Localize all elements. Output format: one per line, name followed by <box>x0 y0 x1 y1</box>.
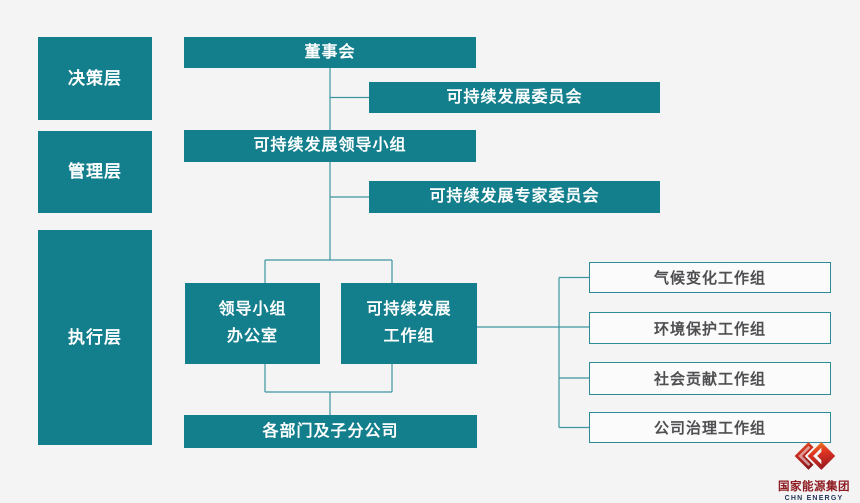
company-logo: 国家能源集团 CHN ENERGY <box>776 440 852 502</box>
node-sd-committee: 可持续发展委员会 <box>369 82 660 113</box>
working-group-environment: 环境保护工作组 <box>589 312 831 344</box>
node-leading-group-office: 领导小组 办公室 <box>185 283 320 364</box>
node-expert-committee: 可持续发展专家委员会 <box>369 181 660 213</box>
layer-label-management: 管理层 <box>38 131 152 213</box>
node-leading-group: 可持续发展领导小组 <box>184 130 476 162</box>
company-name-en: CHN ENERGY <box>784 495 844 502</box>
layer-label-decision: 决策层 <box>38 37 152 120</box>
layer-label-execution: 执行层 <box>38 230 152 445</box>
node-sd-working-group: 可持续发展 工作组 <box>341 283 477 364</box>
chn-energy-logo-icon <box>794 442 836 470</box>
company-name-cn: 国家能源集团 <box>778 481 850 493</box>
working-group-governance: 公司治理工作组 <box>589 412 831 443</box>
node-departments: 各部门及子分公司 <box>184 415 477 448</box>
working-group-social: 社会贡献工作组 <box>589 362 831 395</box>
working-group-climate: 气候变化工作组 <box>589 262 831 293</box>
node-board: 董事会 <box>184 37 476 68</box>
